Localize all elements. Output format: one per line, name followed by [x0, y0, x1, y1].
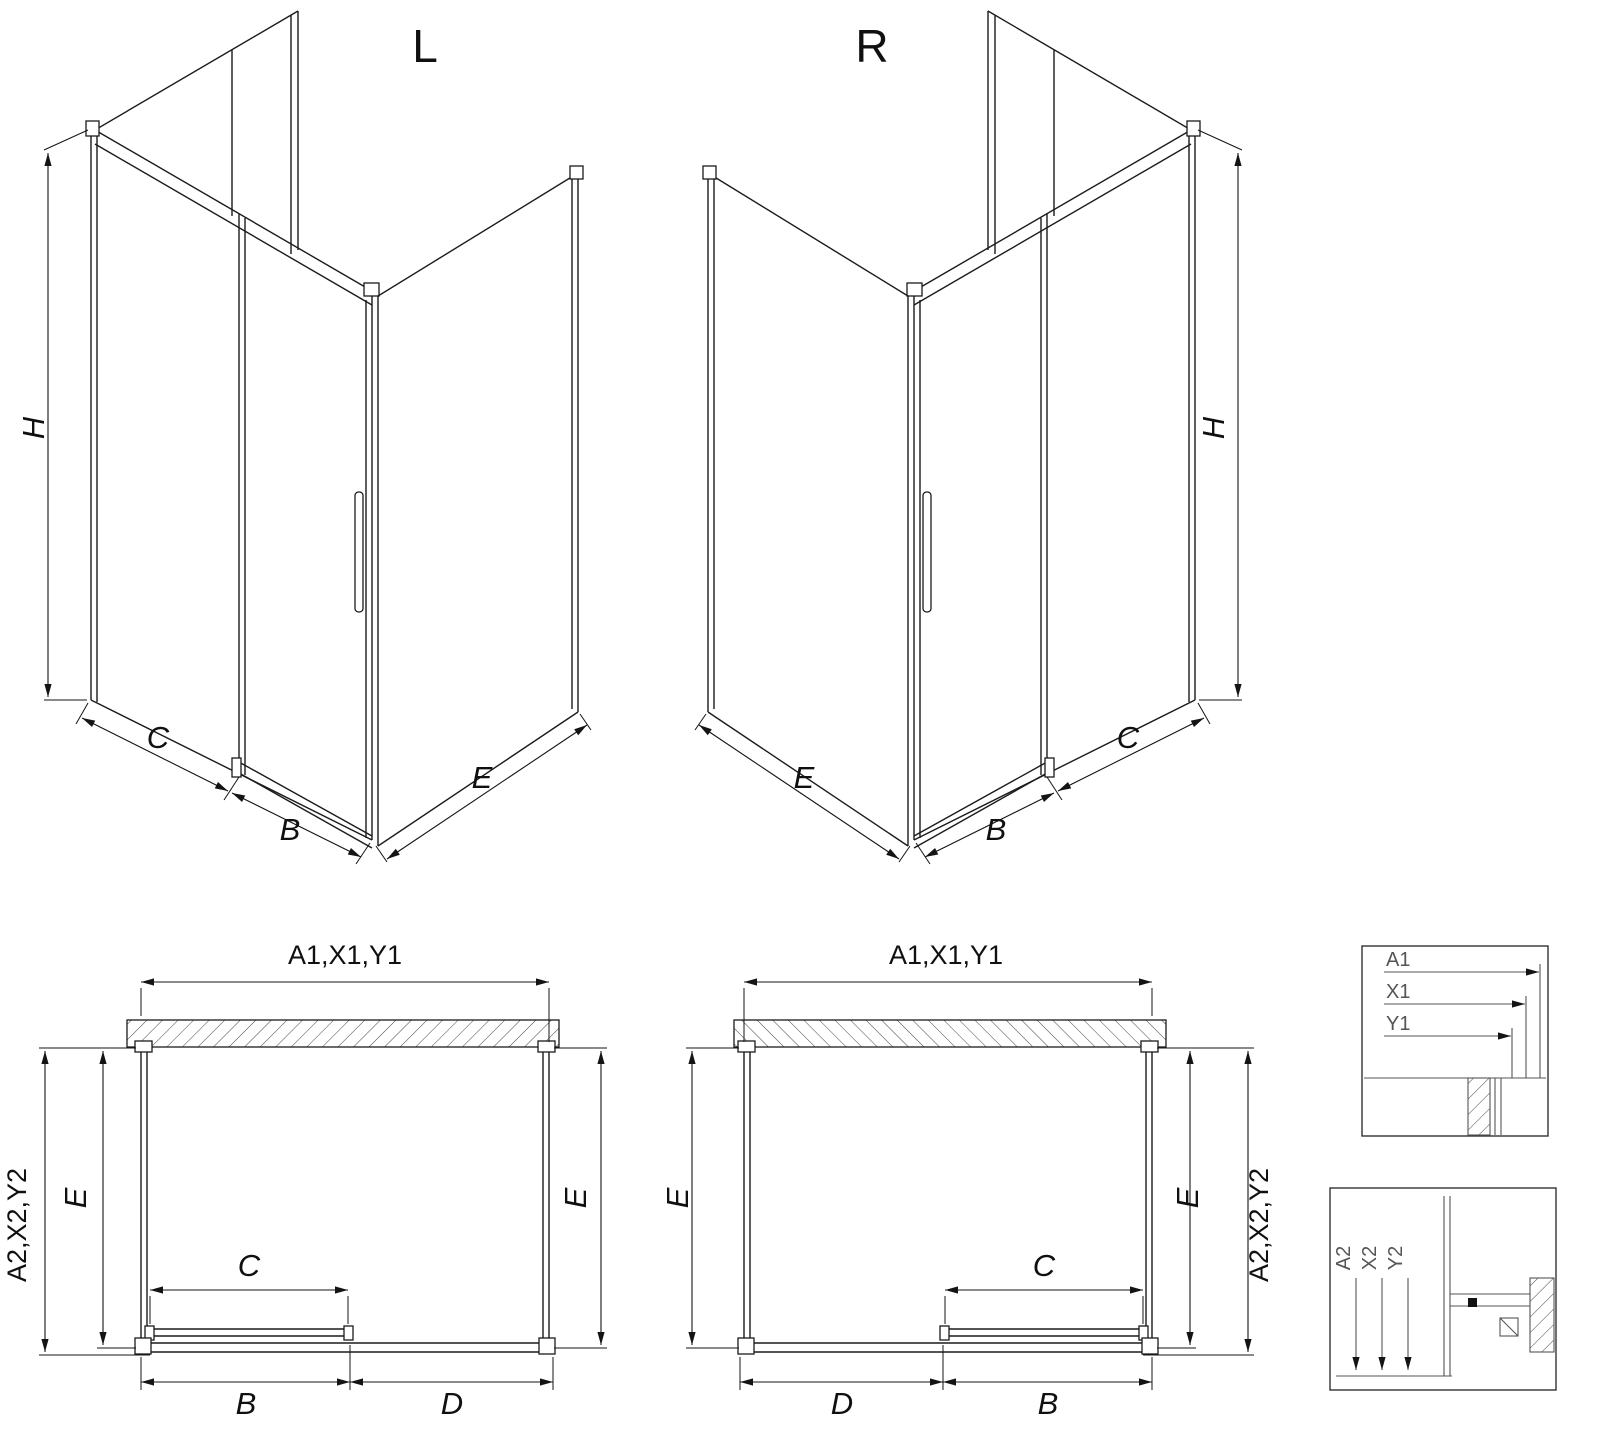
iso-left-drawing — [43, 10, 592, 865]
wall-section — [126, 1019, 560, 1048]
dim-depth-left — [39, 1047, 136, 1349]
detail-top-a1-label: A1 — [1386, 949, 1410, 971]
dim-width-top — [140, 978, 550, 1042]
dim-label-fixed-width-right: C — [1117, 720, 1140, 755]
dim-label-height-right: H — [1196, 416, 1231, 439]
dim-door-panel — [149, 1286, 349, 1324]
iso-right-drawing — [695, 11, 1242, 864]
plan-left-fixed-section-label: D — [441, 1386, 463, 1421]
detail-bottom-x2-label: X2 — [1359, 1246, 1381, 1270]
wall-profile-cap — [85, 120, 100, 137]
plan-right-door-panel-label: C — [1033, 1248, 1056, 1283]
dim-fixed-width — [75, 702, 240, 801]
plan-right-drawing — [686, 982, 1254, 1390]
dim-label-door-width-left: B — [280, 812, 301, 847]
dim-label-fixed-width-left: C — [147, 720, 170, 755]
side-panel — [377, 165, 584, 847]
plan-left-door-section-label: B — [236, 1386, 257, 1421]
dim-depth-side — [39, 1051, 150, 1356]
detail-bottom-a2-label: A2 — [1333, 1246, 1355, 1270]
back-side-panel — [94, 10, 299, 254]
plan-right-depth-left-label: E — [660, 1187, 695, 1208]
dim-label-side-depth-right: E — [794, 760, 815, 795]
variant-label-right: R — [855, 20, 888, 72]
dim-bottom-sections — [140, 1345, 554, 1390]
panel-top-cap — [569, 165, 584, 180]
plan-left-drawing — [39, 978, 607, 1390]
plan-door-wall — [134, 1325, 556, 1355]
plan-right-depth-right-label: E — [1170, 1187, 1205, 1208]
plan-left-depth-left-label: E — [58, 1187, 93, 1208]
track-end-cap — [231, 757, 242, 778]
dim-label-height-left: H — [16, 416, 51, 439]
dim-label-side-depth-left: E — [472, 760, 493, 795]
plan-right-panel — [537, 1040, 556, 1343]
detail-top-x1-label: X1 — [1386, 981, 1410, 1003]
plan-left-door-panel-label: C — [238, 1248, 261, 1283]
door-handle — [354, 491, 364, 613]
door-wall — [85, 120, 380, 849]
detail-top-y1-label: Y1 — [1386, 1013, 1410, 1035]
dim-side-depth — [375, 713, 592, 863]
plan-right-depth-side-label: A2,X2,Y2 — [1244, 1168, 1274, 1282]
dim-height — [43, 129, 89, 701]
variant-label-left: L — [412, 20, 438, 72]
dim-label-door-width-right: B — [986, 812, 1007, 847]
detail-bottom-view — [1329, 1187, 1557, 1391]
plan-right-width-top-label: A1,X1,Y1 — [889, 940, 1003, 970]
labels: L R H C B E H E B C A1,X1,Y1 E A2,X2,Y2 … — [2, 20, 1410, 1421]
plan-right-door-section-label: B — [1038, 1386, 1059, 1421]
dim-depth-right — [554, 1047, 607, 1349]
corner-cap — [363, 282, 380, 297]
plan-left-width-top-label: A1,X1,Y1 — [288, 940, 402, 970]
detail-bottom-y2-label: Y2 — [1385, 1246, 1407, 1270]
dim-door-width — [231, 792, 371, 865]
plan-left-panel — [134, 1040, 153, 1343]
plan-left-depth-right-label: E — [558, 1187, 593, 1208]
plan-left-depth-side-label: A2,X2,Y2 — [2, 1168, 32, 1282]
detail-top-view — [1361, 945, 1549, 1137]
plan-right-fixed-section-label: D — [831, 1386, 853, 1421]
